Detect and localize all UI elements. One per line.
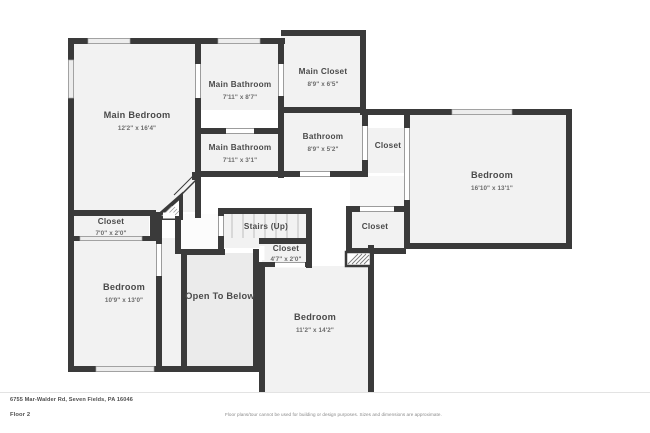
door-swing-line [178,178,198,198]
wall-bottom-bedroom-right [404,243,572,249]
wall-left-bedroom-bottom [259,262,265,398]
room-label-stairs: Stairs (Up) [244,222,288,231]
room-fill-main-closet [281,34,362,110]
wall-stairs-top [218,208,312,214]
room-fill-main-bedroom [72,42,199,218]
door-closet-upper-right [362,126,368,160]
door-main-bathroom-mid [226,128,254,134]
room-fill-bedroom-right [410,113,568,245]
wall-closet-middle-right [306,238,312,268]
room-label-open-to-below: Open To Below [185,291,255,301]
wall-left-lower [68,210,74,372]
door-stairs-left [218,216,224,236]
window-bedroom-lower-left-bottom [95,366,155,372]
wall-main-closet-bottom [278,107,366,113]
window-main-bathroom-top [217,38,261,44]
wall-closet-middle-top [259,238,312,244]
door-main-bathroom-closet [278,64,284,96]
room-dim-main-closet: 8'9" x 6'5" [307,81,338,88]
room-label-bedroom-right: Bedroom [471,170,513,180]
stair-treads [231,214,299,238]
room-dim-main-bathroom-upper: 7'11" x 8'7" [223,94,257,101]
wall-lower-left-bedroom-right [156,212,162,372]
room-fill-main-bathroom-lower [199,134,281,174]
room-fills [72,34,568,396]
room-fill-closet-lower-right [350,210,406,252]
room-dim-bathroom: 8'9" x 5'2" [307,146,338,153]
door-hall-to-bedroom-lower [156,244,162,276]
window-bedroom-right-top [451,109,513,115]
room-label-main-bathroom-lower: Main Bathroom [209,143,272,152]
room-fill-closet-left [74,214,149,238]
wall-left-main-bedroom [68,38,74,214]
door-closet-middle-left [259,246,265,260]
room-dim-main-bedroom: 12'2" x 16'4" [118,125,156,132]
wall-stairs-right [306,208,312,244]
room-fill-upper-hall [178,214,222,250]
door-bathroom-exit [300,171,330,177]
room-label-closet-upper-right: Closet [375,141,402,150]
door-closet-lower-right-top [360,206,394,212]
room-label-closet-middle: Closet [273,244,300,253]
window-main-bedroom-top [87,38,131,44]
wall-right-bedroom-right [566,109,572,249]
door-swing-line-2 [173,175,194,196]
window-closet-left-bottom [79,236,143,241]
door-bedroom-bottom-top [275,262,305,268]
wall-right-bedroom-bottom [368,245,374,398]
wall-bottom-open-to-below [181,366,263,372]
room-labels: Main Bedroom 12'2" x 16'4" Main Bathroom… [95,67,513,334]
room-label-main-closet: Main Closet [299,67,348,76]
room-dim-bedroom-lower-left: 10'9" x 13'0" [105,297,143,304]
footer-disclaimer: Floor plans/tour cannot be used for buil… [225,412,442,417]
room-dim-bedroom-right: 16'10" x 13'1" [471,185,513,192]
wall-closet-lower-right-left [346,206,352,254]
room-fill-closet-upper-right [368,128,410,173]
wall-top-left [68,38,285,44]
room-fill-bathroom [281,110,362,174]
hatched-landing-rect [344,250,373,268]
room-fill-hall-right [350,176,408,208]
room-label-bathroom: Bathroom [303,132,344,141]
wall-closet-lower-right-bottom [346,248,406,254]
wall-angled-anchor [192,172,200,180]
door-upper-hall-bottom [163,212,175,219]
wall-open-to-below-left [181,249,187,372]
room-fill-open-to-below [185,253,257,368]
wall-bathroom-bottom [195,171,368,177]
wall-open-to-below-top [181,249,225,255]
footer-bar: 6755 Mar-Walder Rd, Seven Fields, PA 160… [0,392,650,433]
wall-closet-left-right [150,210,156,240]
room-label-closet-lower-right: Closet [362,222,389,231]
room-dim-main-bathroom-lower: 7'11" x 3'1" [223,157,257,164]
room-fill-bedroom-lower-left [74,238,182,368]
wall-closet-left-top [68,210,156,216]
door-openings [156,64,410,276]
window-main-bedroom-left [68,59,74,99]
wall-right-main-closet [360,30,366,114]
room-fill-main-bathroom-upper [199,42,281,110]
footer-address: 6755 Mar-Walder Rd, Seven Fields, PA 160… [10,397,133,403]
room-label-bedroom-bottom: Bedroom [294,312,336,322]
room-fill-bedroom-bottom [262,266,368,396]
room-dim-closet-left: 7'0" x 2'0" [95,230,126,237]
hatched-landing-lines [347,253,370,265]
room-label-bedroom-lower-left: Bedroom [103,282,145,292]
door-main-bedroom-bathroom [195,64,201,98]
wall-top-main-closet [281,30,366,36]
room-label-main-bedroom: Main Bedroom [104,110,171,120]
wall-hall-stub [175,212,181,254]
door-closet-right-hall [404,128,410,200]
room-dim-bedroom-bottom: 11'2" x 14'2" [296,327,334,334]
hatched-landing [344,250,373,268]
wall-open-to-below-right [253,249,259,372]
room-dim-closet-middle: 4'7" x 2'0" [270,256,301,263]
room-label-main-bathroom-upper: Main Bathroom [209,80,272,89]
footer-floor-label: Floor 2 [10,412,31,418]
room-label-closet-left: Closet [98,217,125,226]
